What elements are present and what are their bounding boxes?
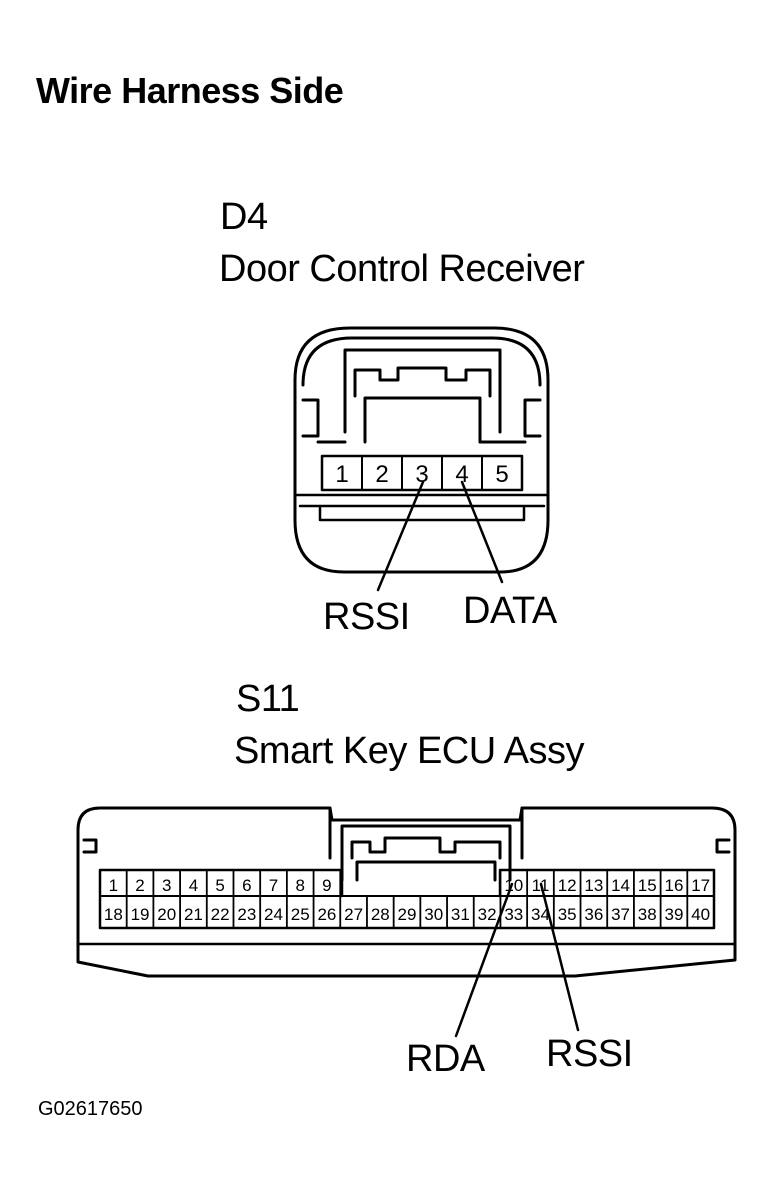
s11-connector-code: S11 (236, 678, 300, 720)
pin-35: 35 (558, 905, 577, 924)
pin-13: 13 (584, 876, 603, 895)
pin-7: 7 (269, 876, 278, 895)
pin-23: 23 (237, 905, 256, 924)
pin-19: 19 (131, 905, 150, 924)
pin-3: 3 (162, 876, 171, 895)
pin-1: 1 (109, 876, 118, 895)
pin-21: 21 (184, 905, 203, 924)
s11-leader-rda (454, 882, 514, 1038)
pin-9: 9 (322, 876, 331, 895)
pin-36: 36 (584, 905, 603, 924)
pin-1: 1 (335, 461, 348, 488)
pin-30: 30 (424, 905, 443, 924)
pin-3: 3 (415, 461, 428, 488)
d4-connector-name: Door Control Receiver (219, 248, 585, 290)
pin-38: 38 (638, 905, 657, 924)
d4-leader-rssi (376, 480, 425, 592)
pin-37: 37 (611, 905, 630, 924)
pin-5: 5 (215, 876, 224, 895)
s11-callout-rda: RDA (406, 1038, 485, 1080)
pin-4: 4 (455, 461, 468, 488)
pin-8: 8 (295, 876, 304, 895)
pin-11: 11 (532, 876, 550, 895)
pin-29: 29 (398, 905, 417, 924)
pin-40: 40 (691, 905, 710, 924)
pin-24: 24 (264, 905, 283, 924)
figure-code: G02617650 (38, 1098, 143, 1120)
d4-callout-data: DATA (463, 590, 557, 632)
pin-5: 5 (495, 461, 508, 488)
pin-15: 15 (638, 876, 657, 895)
pin-6: 6 (242, 876, 251, 895)
pin-25: 25 (291, 905, 310, 924)
s11-callout-rssi: RSSI (546, 1033, 633, 1075)
pin-27: 27 (344, 905, 363, 924)
pin-32: 32 (478, 905, 497, 924)
pin-10: 10 (504, 876, 523, 895)
s11-connector-housing (76, 806, 737, 978)
pin-14: 14 (611, 876, 630, 895)
pin-31: 31 (451, 905, 470, 924)
d4-pin-frame (320, 454, 524, 492)
pin-17: 17 (691, 876, 710, 895)
pin-4: 4 (189, 876, 198, 895)
pin-22: 22 (211, 905, 230, 924)
d4-connector-code: D4 (220, 196, 268, 238)
page-title: Wire Harness Side (36, 70, 344, 111)
pin-39: 39 (664, 905, 683, 924)
pin-20: 20 (157, 905, 176, 924)
d4-connector-housing (293, 326, 550, 574)
pin-16: 16 (664, 876, 683, 895)
d4-callout-rssi: RSSI (323, 596, 410, 638)
s11-connector-name: Smart Key ECU Assy (234, 730, 584, 772)
d4-leader-data (460, 480, 504, 584)
pin-2: 2 (135, 876, 144, 895)
pin-34: 34 (531, 905, 550, 924)
pin-18: 18 (104, 905, 123, 924)
s11-leader-rssi (539, 882, 580, 1032)
pin-2: 2 (375, 461, 388, 488)
pin-28: 28 (371, 905, 390, 924)
pin-12: 12 (558, 876, 577, 895)
pin-26: 26 (317, 905, 336, 924)
pin-33: 33 (504, 905, 523, 924)
